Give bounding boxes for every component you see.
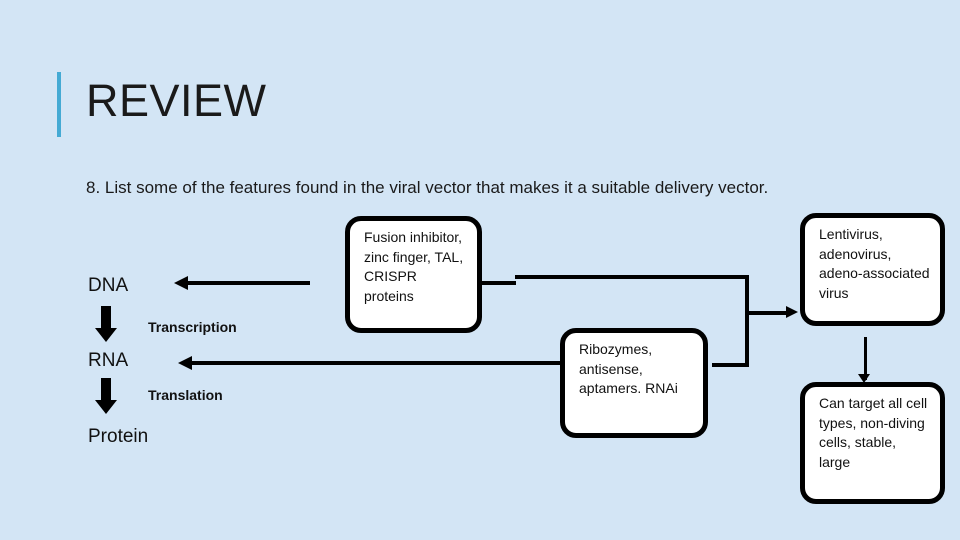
step-label-translation: Translation — [148, 387, 223, 403]
box-lentivirus-text: Lentivirus, adenovirus, adeno-associated… — [819, 226, 930, 301]
box-can-target-text: Can target all cell types, non-diving ce… — [819, 395, 928, 470]
node-label-dna: DNA — [88, 275, 129, 296]
connector-right-arrowhead — [786, 306, 798, 318]
connector-to-rna-arrowhead — [178, 356, 192, 370]
node-label-rna: RNA — [88, 350, 129, 371]
box-fusion-proteins-text: Fusion inhibitor, zinc finger, TAL, CRIS… — [364, 229, 464, 304]
box-ribozymes[interactable]: Ribozymes, antisense, aptamers. RNAi — [560, 328, 708, 438]
arrow-rna-to-protein-head — [95, 400, 117, 414]
connector-to-dna-arrowhead — [174, 276, 188, 290]
connector-right-vertical-line — [745, 275, 749, 367]
arrow-dna-to-rna-head — [95, 328, 117, 342]
arrow-lentivirus-to-cantarget-head — [858, 374, 870, 383]
box-ribozymes-text: Ribozymes, antisense, aptamers. RNAi — [579, 341, 678, 396]
connector-to-dna-line — [186, 281, 310, 285]
question-text: 8. List some of the features found in th… — [86, 178, 769, 197]
arrow-dna-to-rna-shaft — [101, 306, 111, 330]
arrow-rna-to-protein-shaft — [101, 378, 111, 402]
connector-to-rna-line — [190, 361, 564, 365]
box-lentivirus[interactable]: Lentivirus, adenovirus, adeno-associated… — [800, 213, 945, 326]
connector-right-arm-line — [745, 311, 789, 315]
connector-right-bottom-line — [712, 363, 749, 367]
box-can-target[interactable]: Can target all cell types, non-diving ce… — [800, 382, 945, 504]
step-label-transcription: Transcription — [148, 319, 237, 335]
page-title: REVIEW — [86, 75, 267, 126]
node-label-protein: Protein — [88, 426, 149, 447]
arrow-lentivirus-to-cantarget-shaft — [864, 337, 867, 380]
title-accent-bar — [57, 72, 61, 137]
connector-right-top-line — [515, 275, 749, 279]
box-fusion-proteins[interactable]: Fusion inhibitor, zinc finger, TAL, CRIS… — [345, 216, 482, 333]
